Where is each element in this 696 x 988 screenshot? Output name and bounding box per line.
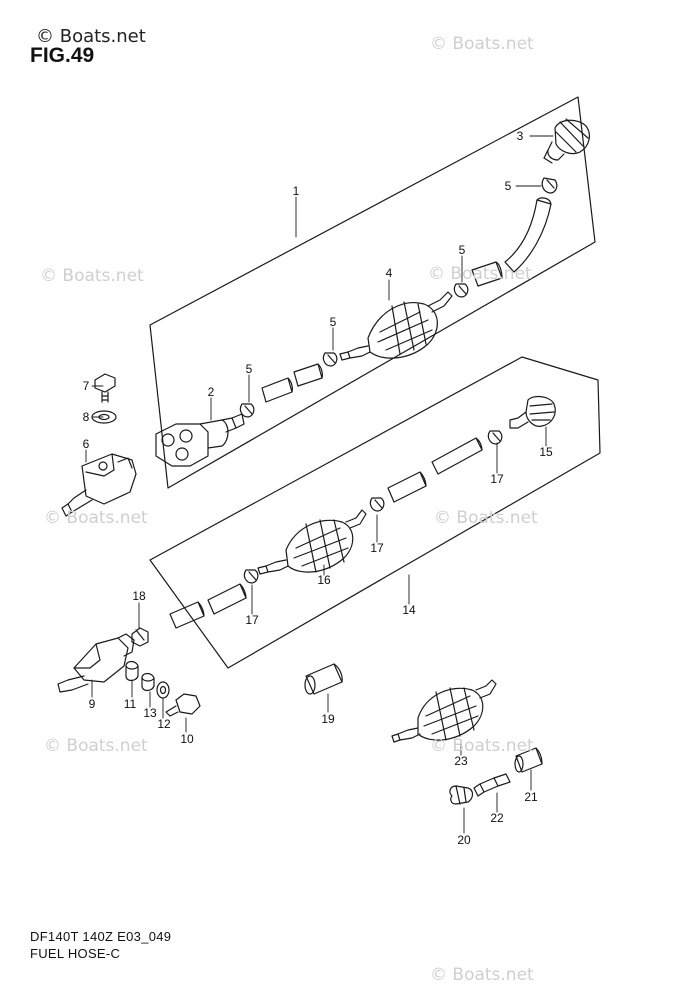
callout-12: 12 bbox=[157, 717, 171, 731]
diagram-title: FUEL HOSE-C bbox=[30, 946, 121, 961]
callout-18: 18 bbox=[132, 589, 146, 603]
callout-23: 23 bbox=[454, 754, 468, 768]
connector-part-3 bbox=[543, 118, 590, 164]
watermark: © Boats.net bbox=[44, 736, 148, 756]
watermark: © Boats.net bbox=[44, 508, 148, 528]
washer-part-8 bbox=[91, 410, 117, 424]
upper-hose-segments bbox=[261, 363, 323, 403]
watermark: © Boats.net bbox=[430, 34, 534, 54]
leader-lines bbox=[85, 135, 554, 834]
callout-5: 5 bbox=[329, 315, 337, 329]
fitting-part-9 bbox=[57, 633, 135, 693]
callout-17: 17 bbox=[370, 541, 384, 555]
washer-part-11 bbox=[125, 660, 139, 682]
fitting-part-22 bbox=[473, 773, 511, 797]
clip-part-18 bbox=[131, 627, 149, 647]
watermark: © Boats.net bbox=[430, 736, 534, 756]
watermark: © Boats.net bbox=[40, 266, 144, 286]
callout-16: 16 bbox=[317, 573, 331, 587]
callout-7: 7 bbox=[82, 379, 90, 393]
callout-5: 5 bbox=[458, 243, 466, 257]
washer-part-13 bbox=[141, 672, 155, 692]
callout-11: 11 bbox=[123, 697, 137, 711]
callout-3: 3 bbox=[516, 129, 524, 143]
callout-10: 10 bbox=[180, 732, 194, 746]
curved-hose bbox=[471, 197, 552, 287]
bolt-part-10 bbox=[165, 693, 201, 717]
tank-connector-part-2 bbox=[155, 413, 245, 467]
bolt-part-7 bbox=[94, 373, 116, 403]
watermark: © Boats.net bbox=[428, 264, 532, 284]
fitting-part-6 bbox=[61, 453, 137, 517]
callout-22: 22 bbox=[490, 811, 504, 825]
hose-clips-17 bbox=[243, 430, 503, 584]
callout-14: 14 bbox=[402, 603, 416, 617]
callout-6: 6 bbox=[82, 437, 90, 451]
hose-assembly-14-frame bbox=[149, 356, 601, 669]
callout-17: 17 bbox=[490, 472, 504, 486]
callout-2: 2 bbox=[207, 385, 215, 399]
callout-4: 4 bbox=[385, 266, 393, 280]
callout-5: 5 bbox=[245, 362, 253, 376]
callout-1: 1 bbox=[292, 184, 300, 198]
clamp-part-20 bbox=[449, 785, 474, 805]
callout-21: 21 bbox=[524, 790, 538, 804]
watermark: © Boats.net bbox=[430, 965, 534, 985]
watermark: © Boats.net bbox=[36, 26, 146, 47]
callout-20: 20 bbox=[457, 833, 471, 847]
hose-part-21 bbox=[514, 747, 543, 773]
washer-part-12 bbox=[156, 681, 170, 699]
callout-9: 9 bbox=[88, 697, 96, 711]
hose-part-19 bbox=[304, 663, 343, 695]
watermark: © Boats.net bbox=[434, 508, 538, 528]
figure-label: FIG.49 bbox=[30, 44, 95, 67]
primer-bulb-part-4 bbox=[339, 291, 453, 361]
model-code: DF140T 140Z E03_049 bbox=[30, 929, 172, 944]
connector-part-15 bbox=[509, 395, 556, 429]
callout-15: 15 bbox=[539, 445, 553, 459]
callout-13: 13 bbox=[143, 706, 157, 720]
lower-hose-segments bbox=[169, 437, 483, 629]
callout-8: 8 bbox=[82, 410, 90, 424]
hose-assembly-1-frame bbox=[149, 96, 596, 489]
primer-bulb-part-23 bbox=[391, 679, 497, 743]
callout-5: 5 bbox=[504, 179, 512, 193]
callout-17: 17 bbox=[245, 613, 259, 627]
hose-clips-5 bbox=[239, 177, 558, 418]
callout-19: 19 bbox=[321, 712, 335, 726]
primer-bulb-part-16 bbox=[257, 509, 367, 575]
